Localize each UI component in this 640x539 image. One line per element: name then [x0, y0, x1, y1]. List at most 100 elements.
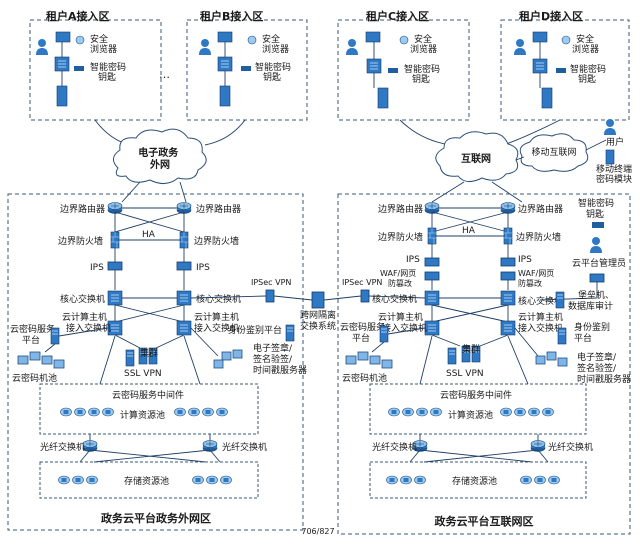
compute-node-icon [514, 407, 526, 417]
firewall-icon [427, 227, 437, 245]
right-zone-title: 政务云平台互联网区 [435, 514, 534, 528]
right-ha-label: HA [462, 226, 476, 236]
tenant-b-key-line1: 智能密码 [255, 61, 291, 73]
host-to-compute-links [419, 335, 529, 385]
usb-key-icon [74, 66, 84, 71]
usb-key-icon [556, 68, 566, 73]
fiber-switch-icon [530, 440, 546, 452]
browser-icon [399, 35, 409, 45]
storage-node-icon [192, 475, 204, 485]
left-zone-title: 政务云平台政务外网区 [101, 511, 211, 525]
core-to-host-links [431, 304, 509, 323]
right-ssl-vpn-label: SSL VPN [446, 369, 484, 379]
right-smart-key-line1: 智能密码 [578, 197, 614, 209]
crypto-machine-icon [369, 355, 381, 365]
right-bastion-line2: 数据库审计 [568, 300, 613, 312]
fiber-to-storage-links [79, 449, 221, 463]
left-core-switch-label-1: 核心交换机 [60, 293, 105, 305]
right-zone: 边界路由器 边界路由器 HA 边界防火墙 边界防火墙 IPS IPS WAF/网… [340, 197, 631, 528]
fiber-switch-icon [202, 440, 218, 452]
right-host-switch-label-1: 云计算主机 接入交换机 [378, 311, 427, 334]
tenant-c-browser-line2: 浏览器 [410, 43, 437, 55]
tenant-a-title: 租户A接入区 [46, 9, 110, 23]
page-number: 706/827 [301, 527, 334, 536]
crypto-machine-icon [357, 351, 369, 361]
right-middleware-label: 云密码服务中间件 [440, 389, 512, 401]
tenant-b-browser-line2: 浏览器 [262, 43, 289, 55]
gov-extranet-label: 电子政务 外网 [138, 146, 181, 171]
computer-icon [365, 31, 381, 43]
tenant-d-browser-line2: 浏览器 [572, 43, 599, 55]
esign-server-icon [232, 349, 243, 359]
router-to-firewall-links [114, 211, 185, 233]
tenant-c-title: 租户C接入区 [366, 9, 429, 23]
compute-node-icon [500, 407, 512, 417]
right-bastion-line1: 堡垒机、 [578, 289, 614, 301]
ipsec-vpn-icon [265, 289, 275, 303]
mobile-phone-icon [605, 149, 615, 165]
right-waf-2-line2: 防篡改 [518, 278, 542, 288]
storage-node-icon [400, 475, 412, 485]
tenant-a-browser-label: 安全 浏览器 [90, 33, 117, 55]
right-border-firewall-label-1: 边界防火墙 [378, 231, 423, 243]
crypto-pool-link [44, 343, 56, 353]
tenant-a-key-label: 智能密码 钥匙 [90, 61, 129, 83]
left-border-firewall-label-1: 边界防火墙 [58, 235, 103, 247]
left-ips-label-1: IPS [90, 263, 104, 273]
ssl-vpn-server-icon [125, 349, 135, 367]
ellipsis: … [159, 68, 170, 81]
left-border-router-label-1: 边界路由器 [60, 203, 105, 215]
mobile-device-icon [219, 85, 231, 107]
tenant-d-browser-label: 安全 浏览器 [572, 33, 599, 55]
user-icon [199, 39, 211, 55]
user-icon [346, 39, 358, 55]
right-esign-line3: 时间戳服务器 [577, 373, 631, 385]
right-smart-key-label: 智能密码 钥匙 [578, 197, 617, 220]
ips-icon [500, 257, 516, 267]
core-switch-icon [107, 290, 123, 306]
left-border-firewall-label-2: 边界防火墙 [194, 235, 239, 247]
internet-label: 互联网 [461, 152, 491, 165]
compute-node-icon [102, 407, 114, 417]
right-esign-line1: 电子签章/ [577, 351, 617, 363]
left-zone: 边界路由器 边界路由器 HA 边界防火墙 边界防火墙 IPS IPS 核心交换机… [10, 202, 307, 525]
storage-node-icon [548, 475, 560, 485]
right-core-switch-label-2: 核心交换机 [518, 295, 563, 307]
right-admin-label: 云平台管理员 [572, 257, 626, 269]
computer-icon [532, 31, 548, 43]
host-switch-icon [176, 320, 192, 336]
mobile-device-icon [541, 87, 553, 109]
ipsec-vpn-icon [360, 289, 370, 303]
right-crypto-platform-line2: 平台 [352, 332, 370, 344]
compute-node-icon [188, 407, 200, 417]
tenant-d-key-line1: 智能密码 [570, 63, 606, 75]
router-icon [107, 202, 123, 214]
right-crypto-platform-label: 云密码服务 平台 [340, 321, 388, 344]
tenant-c-browser-line1: 安全 [414, 33, 432, 45]
tenant-b-browser-line1: 安全 [262, 33, 280, 45]
left-compute-pool-box [39, 383, 259, 435]
storage-node-icon [520, 475, 532, 485]
user-icon [36, 39, 48, 55]
storage-node-icon [386, 475, 398, 485]
left-ssl-vpn-label: SSL VPN [124, 369, 162, 379]
esign-server-icon [557, 357, 568, 367]
right-waf-2-line1: WAF/网页 [518, 269, 554, 278]
crypto-platform-link [387, 327, 426, 335]
compute-node-icon [216, 407, 228, 417]
crypto-machine-icon [53, 359, 65, 369]
right-host-switch-1-line1: 云计算主机 [378, 311, 423, 323]
left-esign-label: 电子签章/ 签名验签/ 时间戳服务器 [253, 342, 307, 376]
router-icon [176, 202, 192, 214]
internet-mobile-link [515, 156, 525, 161]
mobile-module-label: 移动终端 密码模块 [596, 163, 635, 185]
compute-node-icon [430, 407, 442, 417]
storage-node-icon [220, 475, 232, 485]
tenant-d-box [500, 19, 630, 121]
host-to-esign-link [514, 327, 539, 357]
host-to-compute-links [99, 335, 201, 385]
right-storage-pool-label: 存储资源池 [452, 475, 497, 487]
tenant-b-title: 租户B接入区 [200, 9, 263, 23]
mobile-device-icon [377, 87, 389, 109]
